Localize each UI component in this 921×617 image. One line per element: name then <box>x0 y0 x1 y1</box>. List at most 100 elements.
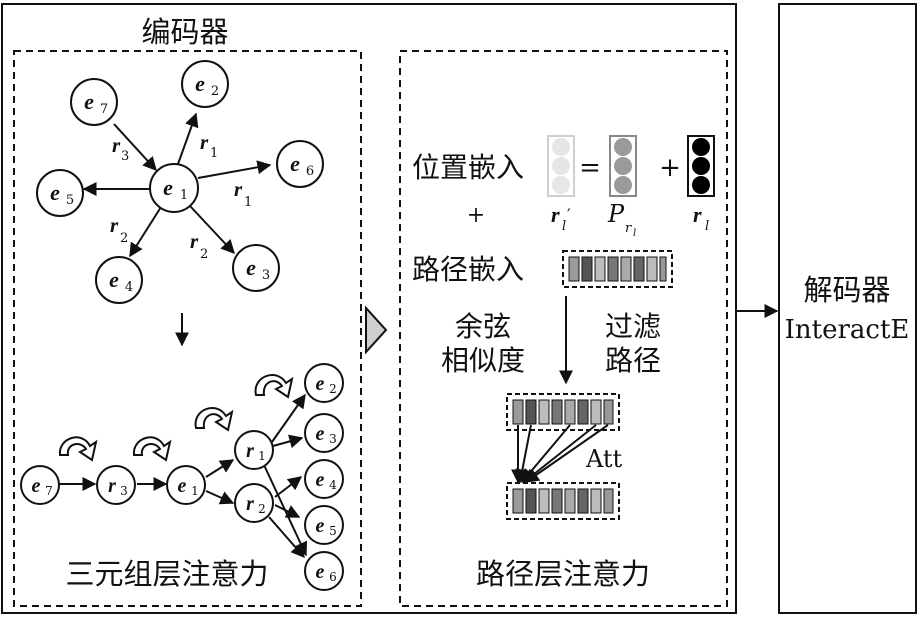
filter-label-1: 过滤 <box>605 310 661 343</box>
att-input-vector <box>506 393 620 431</box>
position-embed-light <box>547 135 575 197</box>
edge-label-r1-right: r 1 <box>234 177 252 210</box>
svg-text:e: e <box>316 561 325 583</box>
svg-text:e: e <box>50 180 60 205</box>
svg-text:r: r <box>246 493 254 515</box>
svg-text:l: l <box>562 219 566 234</box>
svg-text:6: 6 <box>329 570 337 584</box>
filter-label-2: 路径 <box>605 344 661 377</box>
svg-text:3: 3 <box>262 268 270 283</box>
symbol-p-r-l: P r l <box>607 200 636 239</box>
svg-text:r: r <box>693 202 702 227</box>
svg-text:e: e <box>195 71 205 96</box>
svg-text:2: 2 <box>211 84 219 99</box>
position-embed-label: 位置嵌入 <box>412 151 524 184</box>
svg-text:e: e <box>316 515 325 537</box>
svg-text:e: e <box>178 475 187 497</box>
node-rel-r2: r 2 <box>234 483 274 523</box>
cosine-label-2: 相似度 <box>441 344 525 377</box>
svg-text:e: e <box>246 255 256 280</box>
svg-text:7: 7 <box>45 484 53 498</box>
decoder-model-label: InteractE <box>785 315 910 345</box>
svg-text:e: e <box>84 89 94 114</box>
svg-text:1: 1 <box>244 195 252 210</box>
svg-text:e: e <box>316 469 325 491</box>
svg-text:5: 5 <box>66 193 74 208</box>
svg-text:2: 2 <box>258 502 266 516</box>
node-target-e2: e 2 <box>304 363 344 403</box>
encoder-outer-box <box>1 3 737 614</box>
svg-text:3: 3 <box>329 432 337 446</box>
node-e2: e 2 <box>181 60 229 108</box>
decoder-box <box>778 3 917 614</box>
encoder-title: 编码器 <box>141 15 228 49</box>
att-output-vector <box>506 482 620 520</box>
node-chain-e7: e 7 <box>20 465 60 505</box>
svg-text:r: r <box>246 440 254 462</box>
edge-label-r2-right: r 2 <box>190 229 208 262</box>
svg-text:e: e <box>316 373 325 395</box>
equals-sign: = <box>579 153 601 183</box>
node-target-e4: e 4 <box>304 459 344 499</box>
plus-sign-1: + <box>659 153 681 183</box>
node-e5: e 5 <box>36 169 84 217</box>
node-rel-r1: r 1 <box>234 430 274 470</box>
path-layer-label: 路径层注意力 <box>476 557 650 591</box>
node-e3: e 3 <box>232 244 280 292</box>
node-target-e6: e 6 <box>304 551 344 591</box>
edge-label-r2-left: r 2 <box>110 213 128 246</box>
decoder-label: 解码器 <box>803 273 890 307</box>
triple-layer-box <box>13 50 362 607</box>
svg-text:r: r <box>625 221 632 236</box>
svg-text:P: P <box>607 200 625 228</box>
svg-text:r: r <box>551 202 560 227</box>
node-e7: e 7 <box>70 78 118 126</box>
svg-text:r: r <box>108 475 116 497</box>
svg-text:7: 7 <box>100 102 108 117</box>
edge-label-r1-upper: r 1 <box>200 130 218 161</box>
flow-triangle <box>365 305 388 355</box>
svg-text:4: 4 <box>125 280 133 295</box>
node-e1: e 1 <box>149 163 199 213</box>
top-graph-edges <box>82 112 272 258</box>
bottom-graph-edges <box>59 393 308 559</box>
svg-text:e: e <box>316 423 325 445</box>
svg-text:1: 1 <box>191 484 199 498</box>
self-loop-arrows <box>58 374 294 462</box>
plus-sign-2: + <box>467 203 485 228</box>
svg-text:r: r <box>234 177 243 201</box>
edge-label-r3: r 3 <box>112 133 129 164</box>
triple-layer-label: 三元组层注意力 <box>65 557 268 591</box>
svg-text:1: 1 <box>180 188 188 203</box>
svg-text:1: 1 <box>210 146 218 161</box>
svg-text:l: l <box>705 219 709 234</box>
svg-text:5: 5 <box>329 524 337 538</box>
svg-text:r: r <box>110 213 119 237</box>
svg-text:4: 4 <box>329 478 337 492</box>
svg-text:′: ′ <box>567 205 571 224</box>
svg-text:r: r <box>112 133 121 157</box>
path-embed-label: 路径嵌入 <box>412 253 524 286</box>
node-target-e5: e 5 <box>304 505 344 545</box>
svg-text:e: e <box>109 267 119 292</box>
position-embed-mid <box>609 135 637 197</box>
svg-text:e: e <box>32 475 41 497</box>
symbol-r-l-prime: r l ′ <box>551 202 571 234</box>
position-embed-dark <box>687 135 715 197</box>
svg-text:3: 3 <box>120 484 128 498</box>
svg-text:2: 2 <box>200 247 208 262</box>
attention-arrows <box>511 424 609 484</box>
svg-text:2: 2 <box>329 382 337 396</box>
node-chain-e1: e 1 <box>166 465 206 505</box>
svg-text:r: r <box>190 229 199 253</box>
node-e6: e 6 <box>276 140 324 188</box>
svg-text:3: 3 <box>121 149 129 164</box>
path-embed-vector <box>562 250 673 288</box>
svg-text:1: 1 <box>258 449 266 463</box>
node-e4: e 4 <box>95 256 143 304</box>
att-label: Att <box>585 445 623 473</box>
svg-text:e: e <box>163 175 173 200</box>
symbol-r-l: r l <box>693 202 709 234</box>
node-target-e3: e 3 <box>304 413 344 453</box>
